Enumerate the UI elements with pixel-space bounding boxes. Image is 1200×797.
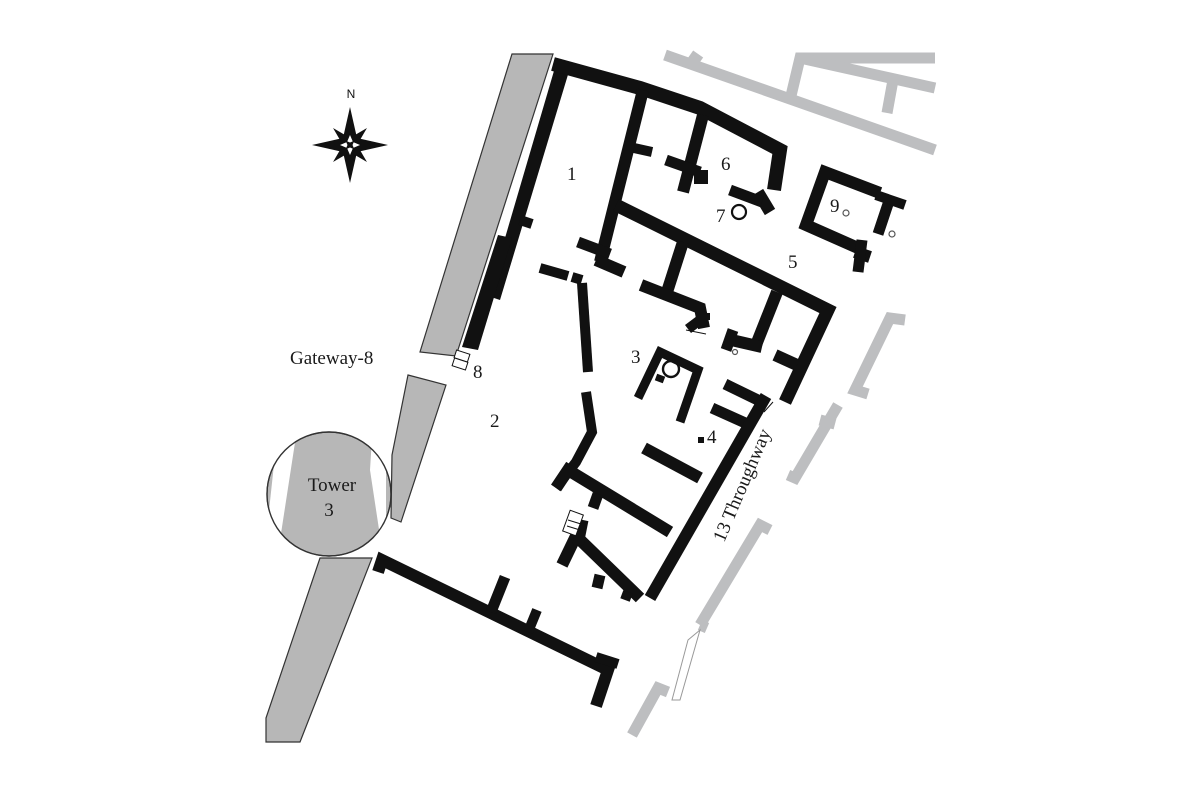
room-7-label: 7 [716,206,726,227]
tower-label-line1: Tower [308,475,357,496]
room-9-label: 9 [830,196,840,217]
room-5-label: 5 [788,252,798,273]
room-2-label: 2 [490,411,500,432]
building-walls [372,57,907,708]
room-8-label: 8 [473,362,483,383]
tower-label-line2: 3 [324,500,334,521]
room-3-label: 3 [631,347,641,368]
room-1-label: 1 [567,164,577,185]
street-walls-east [627,312,906,738]
compass-rose-icon [312,107,388,183]
city-wall-south [265,557,373,743]
room-6-label: 6 [721,154,731,175]
compass-north-label: N [347,87,356,101]
room-4-label: 4 [707,427,717,448]
gateway-pier [390,374,447,523]
fortification-wall [265,53,554,743]
street-walls-north [663,49,937,156]
gateway-label: Gateway-8 [290,348,373,369]
well-7 [730,203,748,221]
